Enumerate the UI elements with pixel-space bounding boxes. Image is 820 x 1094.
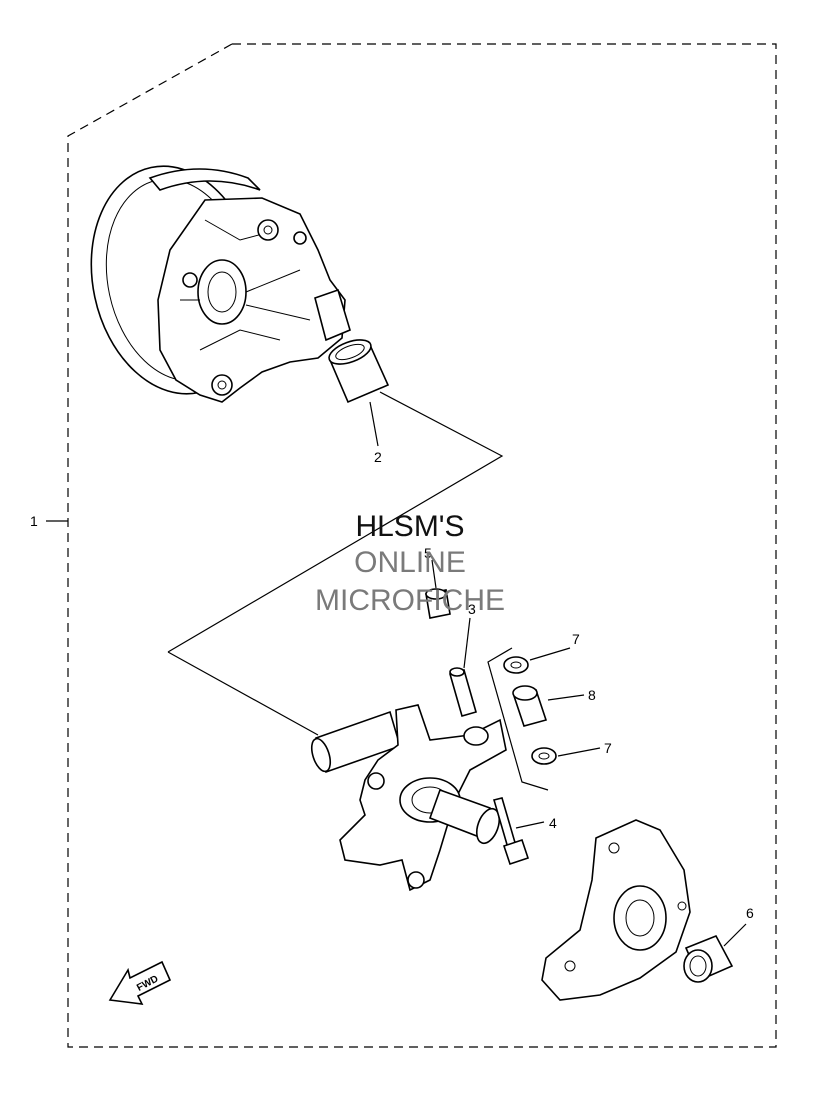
callout-3: 3	[468, 601, 476, 617]
leader-3	[463, 617, 471, 669]
callout-4: 4	[549, 815, 557, 831]
washer-part-7-upper	[503, 656, 529, 674]
callout-7a: 7	[572, 631, 580, 647]
callout-8: 8	[588, 687, 596, 703]
leader-7b	[557, 747, 601, 757]
roller-part-8	[512, 685, 548, 727]
bushing-part-2	[328, 339, 390, 404]
callout-7b: 7	[604, 740, 612, 756]
leader-5	[431, 559, 437, 589]
leader-6	[723, 923, 747, 947]
leader-8	[547, 694, 585, 701]
callout-2: 2	[374, 449, 382, 465]
leader-2	[369, 401, 379, 447]
leader-4	[515, 821, 545, 829]
watermark-line-2: ONLINE	[354, 546, 466, 579]
watermark-line-1: HLSM'S	[355, 510, 464, 543]
callout-5: 5	[424, 545, 432, 561]
watermark-line-3: MICROFICHE	[315, 584, 505, 617]
spider-assembly	[310, 704, 507, 892]
callout-6: 6	[746, 905, 754, 921]
callout-1: 1	[30, 513, 38, 529]
watermark: HLSM'S ONLINE MICROFICHE	[315, 510, 505, 617]
explode-line-a	[167, 391, 504, 653]
cover-assembly	[541, 819, 691, 1001]
nut-part-5	[425, 588, 451, 619]
fwd-arrow-icon: FWD	[108, 960, 172, 1005]
sheave-assembly	[90, 165, 351, 403]
bushing-part-6	[683, 934, 734, 983]
bolt-part-4	[492, 797, 530, 866]
assembly-boundary	[67, 43, 777, 1048]
explode-line-b	[167, 651, 319, 736]
washer-part-7-lower	[531, 747, 557, 765]
pin-part-3	[449, 667, 477, 717]
leader-7a	[529, 647, 571, 661]
bracket-left	[487, 647, 549, 791]
